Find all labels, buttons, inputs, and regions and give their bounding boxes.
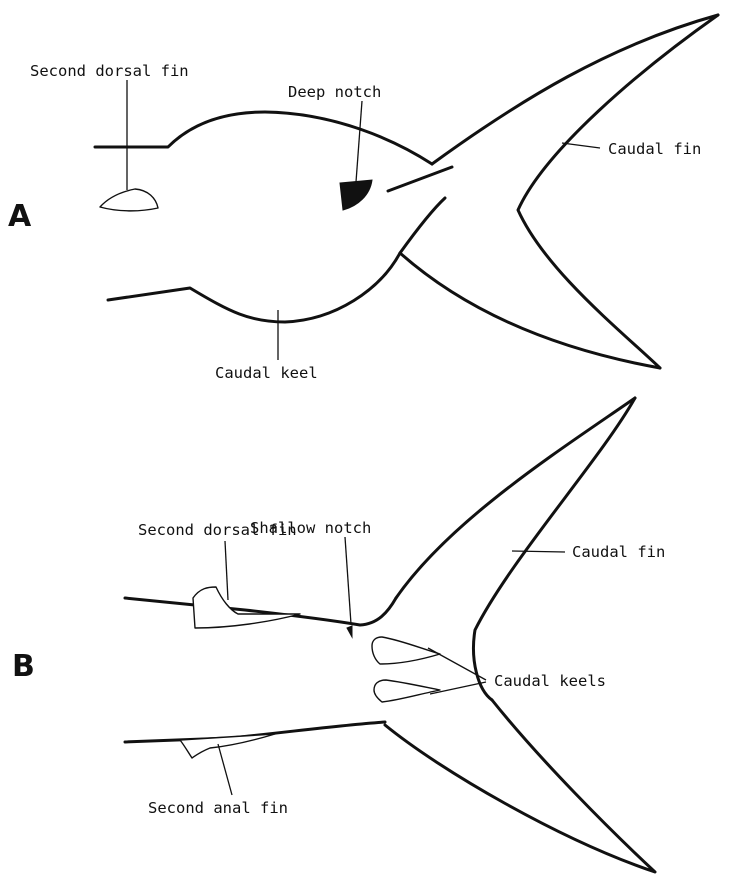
panel-b: B Shallow notch Second dorsal fin Caudal…	[12, 398, 665, 872]
label-second-dorsal-fin-a: Second dorsal fin	[30, 62, 189, 80]
leader-caudal-fin-a	[562, 143, 600, 148]
leader-second-anal-fin	[218, 744, 232, 795]
panel-a-lower-caudal-lobe	[400, 253, 660, 368]
panel-a-letter: A	[8, 199, 32, 234]
leader-caudal-keels-lower	[430, 682, 486, 694]
panel-b-letter: B	[12, 649, 35, 684]
leader-deep-notch	[356, 101, 362, 182]
panel-b-upper-caudal-keel	[372, 637, 440, 664]
label-second-dorsal-fin-b: Second dorsal fin	[138, 521, 297, 539]
leader-caudal-fin-b	[512, 551, 565, 552]
label-caudal-fin-a: Caudal fin	[608, 140, 701, 158]
panel-a: A Second dorsal fin Deep notch Caudal fi…	[8, 15, 718, 382]
label-caudal-fin-b: Caudal fin	[572, 543, 665, 561]
panel-a-deep-notch	[340, 180, 372, 210]
panel-b-shallow-notch	[347, 626, 352, 637]
panel-b-upper-caudal-lobe	[396, 398, 635, 598]
leader-caudal-keels-upper	[428, 648, 486, 680]
label-caudal-keels: Caudal keels	[494, 672, 606, 690]
label-caudal-keel: Caudal keel	[215, 364, 318, 382]
leader-second-dorsal-fin-b	[225, 541, 228, 600]
panel-a-second-dorsal-fin	[100, 189, 158, 211]
panel-b-second-dorsal-fin	[193, 587, 300, 628]
label-second-anal-fin: Second anal fin	[148, 799, 288, 817]
panel-a-upper-body-outline	[95, 112, 432, 164]
leader-shallow-notch	[345, 537, 351, 624]
panel-b-lower-caudal-lobe	[385, 700, 655, 872]
panel-b-lower-caudal-keel	[374, 680, 440, 702]
panel-a-caudal-fin-trailing-edge	[518, 15, 718, 368]
panel-a-notch-edge	[388, 167, 452, 191]
panel-b-second-anal-fin	[180, 734, 275, 758]
panel-a-lower-body-outline	[108, 198, 445, 322]
label-deep-notch: Deep notch	[288, 83, 381, 101]
